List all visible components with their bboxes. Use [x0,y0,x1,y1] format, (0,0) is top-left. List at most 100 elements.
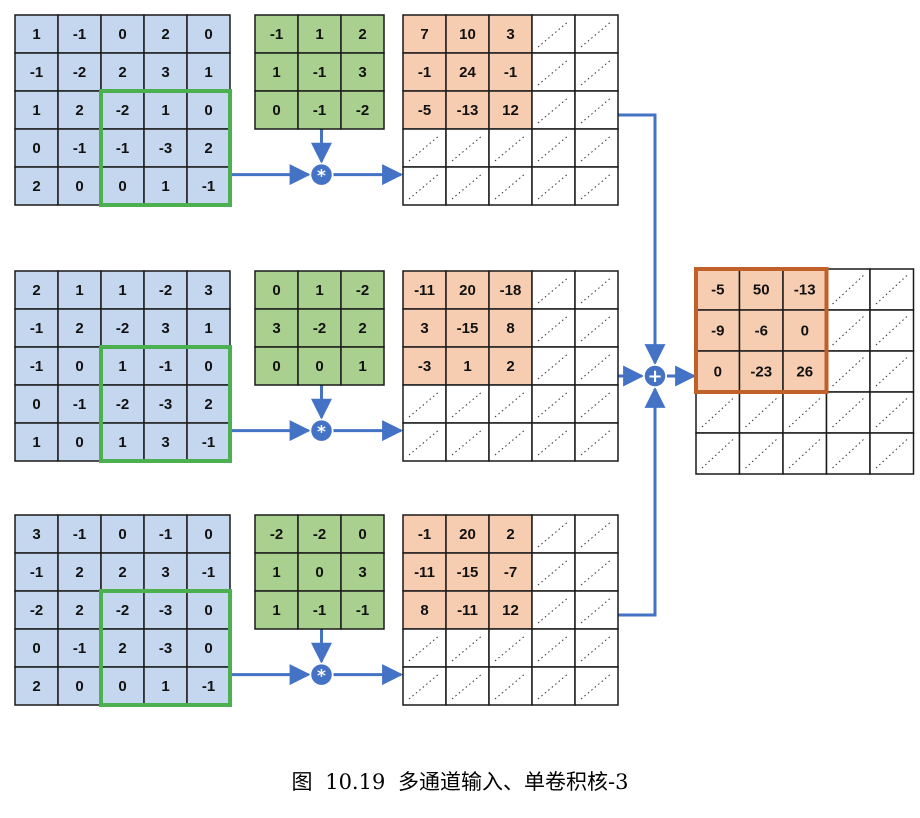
empty-cell [531,514,576,554]
cell-value: -15 [457,320,479,337]
cell-value: 0 [204,358,212,375]
grid-cell [254,52,299,92]
cell-value: 1 [358,358,366,375]
cell-value: 3 [204,282,212,299]
empty-cell [402,128,447,168]
cell-value: -6 [755,323,768,340]
empty-cell [445,384,490,424]
cell-value: 0 [204,640,212,657]
grid-cell [100,308,145,348]
cell-value: -2 [116,102,129,119]
empty-cell [574,308,619,348]
cell-value: 1 [161,678,169,695]
cell-value: 3 [272,320,280,337]
empty-cell [574,422,619,462]
cell-value: -11 [414,564,435,581]
empty-cell [488,128,533,168]
empty-cell [445,666,490,706]
cell-value: 0 [32,640,40,657]
empty-cell [531,270,576,310]
cell-value: 20 [459,282,476,299]
empty-cell [402,666,447,706]
cell-value: -1 [418,64,431,81]
channel-1-to-sum-arrow [618,113,666,366]
cell-value: 0 [75,678,83,695]
grid-cell [445,346,490,386]
cell-value: 3 [161,320,169,337]
cell-value: 0 [118,178,126,195]
grid-cell [143,628,188,668]
empty-cell [488,422,533,462]
cell-value: 1 [272,564,280,581]
empty-cell [574,552,619,592]
cell-value: -2 [159,282,172,299]
cell-value: 0 [204,526,212,543]
cell-value: 2 [506,358,514,375]
cell-value: 0 [75,358,83,375]
grid-cell [297,308,342,348]
grid-cell [14,90,59,130]
svg-text:+: + [647,366,662,387]
cell-value: -2 [116,396,129,413]
connectors [230,113,697,686]
cell-value: -1 [73,26,86,43]
grid-cell [100,590,145,630]
grid-cell [340,52,385,92]
cell-value: -3 [159,396,172,413]
receptive-field-window [99,345,232,463]
grid-cell [100,514,145,554]
grid-cell [186,552,231,592]
svg-text:*: * [317,667,326,687]
cell-value: 2 [118,64,126,81]
grid-cell [340,514,385,554]
cell-value: -1 [159,358,172,375]
cell-value: 10 [459,26,476,43]
empty-cell [488,628,533,668]
cell-value: 0 [32,396,40,413]
cell-value: 1 [272,64,280,81]
cell-value: -1 [73,640,86,657]
cell-value: -2 [356,282,369,299]
empty-cell [531,346,576,386]
cell-value: 7 [420,26,428,43]
cell-value: 0 [801,323,809,340]
cell-value: -11 [457,602,478,619]
cell-value: 26 [796,364,813,381]
cell-value: 2 [75,102,83,119]
grid-cell [14,384,59,424]
empty-cell [531,308,576,348]
cell-value: 2 [358,26,366,43]
empty-cell [531,90,576,130]
cell-value: 3 [161,64,169,81]
empty-cell [445,128,490,168]
cell-value: -5 [711,282,724,299]
cell-value: -2 [313,320,326,337]
caption-number: 10.19 [325,770,386,794]
convolution-operator-icon: * [309,418,334,443]
empty-cell [402,628,447,668]
cell-value: -2 [116,602,129,619]
cell-value: 0 [272,282,280,299]
grid-cell [402,346,447,386]
grid-cell [57,590,102,630]
grid-cell [445,14,490,54]
cell-value: -1 [116,140,129,157]
grid-cell [57,270,102,310]
empty-cell [574,90,619,130]
cell-value: 1 [463,358,471,375]
empty-cell [531,590,576,630]
cell-value: 0 [272,102,280,119]
cell-value: 3 [420,320,428,337]
cell-value: 2 [161,26,169,43]
empty-cell [402,422,447,462]
grid-cell [186,422,231,462]
